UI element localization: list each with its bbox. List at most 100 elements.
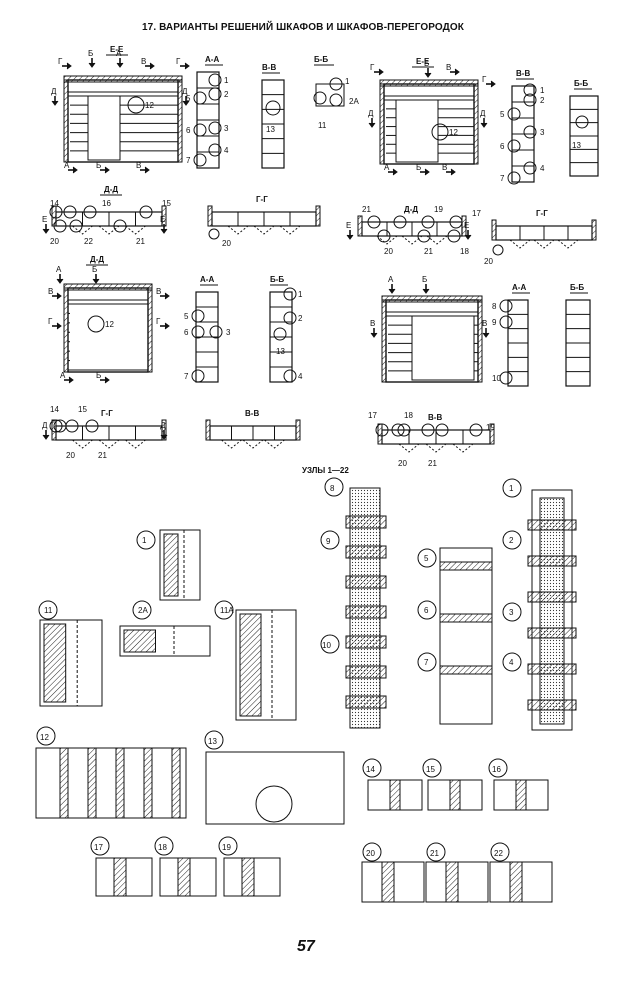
cut-letter: В xyxy=(136,161,141,170)
callout-number: 7 xyxy=(186,156,191,165)
callout-number: 20 xyxy=(484,257,493,266)
cut-arrowhead xyxy=(72,166,78,174)
callout-number: 8 xyxy=(492,302,497,311)
node-outline xyxy=(235,609,297,721)
cut-letter: Б xyxy=(416,163,421,172)
cut-arrowhead xyxy=(51,100,59,106)
node-number: 10 xyxy=(322,641,331,650)
callout-number: 21 xyxy=(136,237,145,246)
detail-circle xyxy=(492,244,504,256)
door-panel xyxy=(395,99,439,163)
detail-circle xyxy=(208,73,222,87)
node-callout xyxy=(362,842,382,862)
node-hatch xyxy=(439,613,493,623)
cut-arrowhead xyxy=(392,168,398,176)
node-callout xyxy=(488,758,508,778)
wall-hatch xyxy=(63,79,69,163)
cut-letter: В xyxy=(442,163,447,172)
cut-letter: Д xyxy=(182,87,188,96)
node-number: 1 xyxy=(142,536,147,545)
wall-hatch xyxy=(147,287,153,373)
cut-letter: А xyxy=(384,163,390,172)
cut-arrowhead xyxy=(164,322,170,330)
callout-number: 10 xyxy=(492,374,501,383)
detail-circle xyxy=(499,299,513,313)
node-outline xyxy=(39,619,103,707)
cut-arrowhead xyxy=(164,292,170,300)
wall-hatch xyxy=(377,423,383,445)
node-callout xyxy=(417,652,437,672)
node-callout xyxy=(38,600,58,620)
node-hatch xyxy=(59,747,69,819)
callout-number: 21 xyxy=(424,247,433,256)
section-title: А-А xyxy=(200,275,214,284)
cut-letter: Б xyxy=(96,161,101,170)
callout-number: 5 xyxy=(186,94,191,103)
callout-number: 4 xyxy=(298,372,303,381)
cut-letter: Б xyxy=(92,265,97,274)
node-callout xyxy=(362,758,382,778)
callout-number: 12 xyxy=(105,320,114,329)
detail-circle xyxy=(417,229,431,243)
node-outline xyxy=(159,529,201,601)
node-callout xyxy=(204,730,224,750)
cut-arrowhead xyxy=(149,62,155,70)
node-callout xyxy=(502,530,522,550)
callout-number: 14 xyxy=(50,405,59,414)
node-hatch xyxy=(163,533,179,597)
node-callout xyxy=(320,634,340,654)
node-callout xyxy=(422,758,442,778)
wall-hatch xyxy=(489,423,495,445)
wall-hatch xyxy=(63,287,69,373)
callout-number: 1 xyxy=(298,290,303,299)
node-hatch xyxy=(527,591,577,603)
detail-circle xyxy=(375,423,389,437)
cut-arrowhead xyxy=(104,376,110,384)
callout-number: 15 xyxy=(78,405,87,414)
node-number: 2А xyxy=(138,606,148,615)
callout-number: 21 xyxy=(362,205,371,214)
node-hatch xyxy=(345,545,387,559)
cut-arrowhead xyxy=(104,166,110,174)
node-callout xyxy=(417,548,437,568)
section-title: Г-Г xyxy=(256,195,268,204)
node-hatch xyxy=(171,747,181,819)
cut-arrowhead xyxy=(68,376,74,384)
section-title: Г-Г xyxy=(536,209,548,218)
callout-number: 13 xyxy=(276,347,285,356)
wall-hatch xyxy=(461,215,467,237)
callout-circle xyxy=(431,123,449,141)
cut-letter: Д xyxy=(368,109,374,118)
callout-number: 19 xyxy=(434,205,443,214)
cut-letter: Д xyxy=(160,421,166,430)
node-hatch xyxy=(515,779,527,811)
detail-circle xyxy=(265,100,281,116)
callout-number: 13 xyxy=(572,141,581,150)
wall-hatch xyxy=(205,419,211,441)
detail-circle xyxy=(575,115,589,129)
cut-letter: Е xyxy=(464,221,469,230)
section-title: Б-Б xyxy=(574,79,588,88)
section-title: Д-Д xyxy=(104,185,118,194)
callout-number: 20 xyxy=(222,239,231,248)
detail-circle xyxy=(329,77,343,91)
node-callout xyxy=(90,836,110,856)
node-hatch xyxy=(87,747,97,819)
top-panel xyxy=(67,91,179,97)
cut-arrowhead xyxy=(92,278,100,284)
node-number: 17 xyxy=(94,843,103,852)
node-callout xyxy=(218,836,238,856)
wall-hatch xyxy=(379,83,385,165)
cut-arrowhead xyxy=(422,288,430,294)
node-outline xyxy=(119,625,211,657)
node-hatch xyxy=(345,665,387,679)
cut-arrowhead xyxy=(480,122,488,128)
node-callout xyxy=(490,842,510,862)
node-hatch xyxy=(345,605,387,619)
cut-letter: В xyxy=(141,57,146,66)
node-number: 11 xyxy=(44,606,53,615)
detail-circle xyxy=(393,215,407,229)
node-hatch xyxy=(241,857,255,897)
door-swing xyxy=(242,439,264,449)
node-hatch xyxy=(115,747,125,819)
